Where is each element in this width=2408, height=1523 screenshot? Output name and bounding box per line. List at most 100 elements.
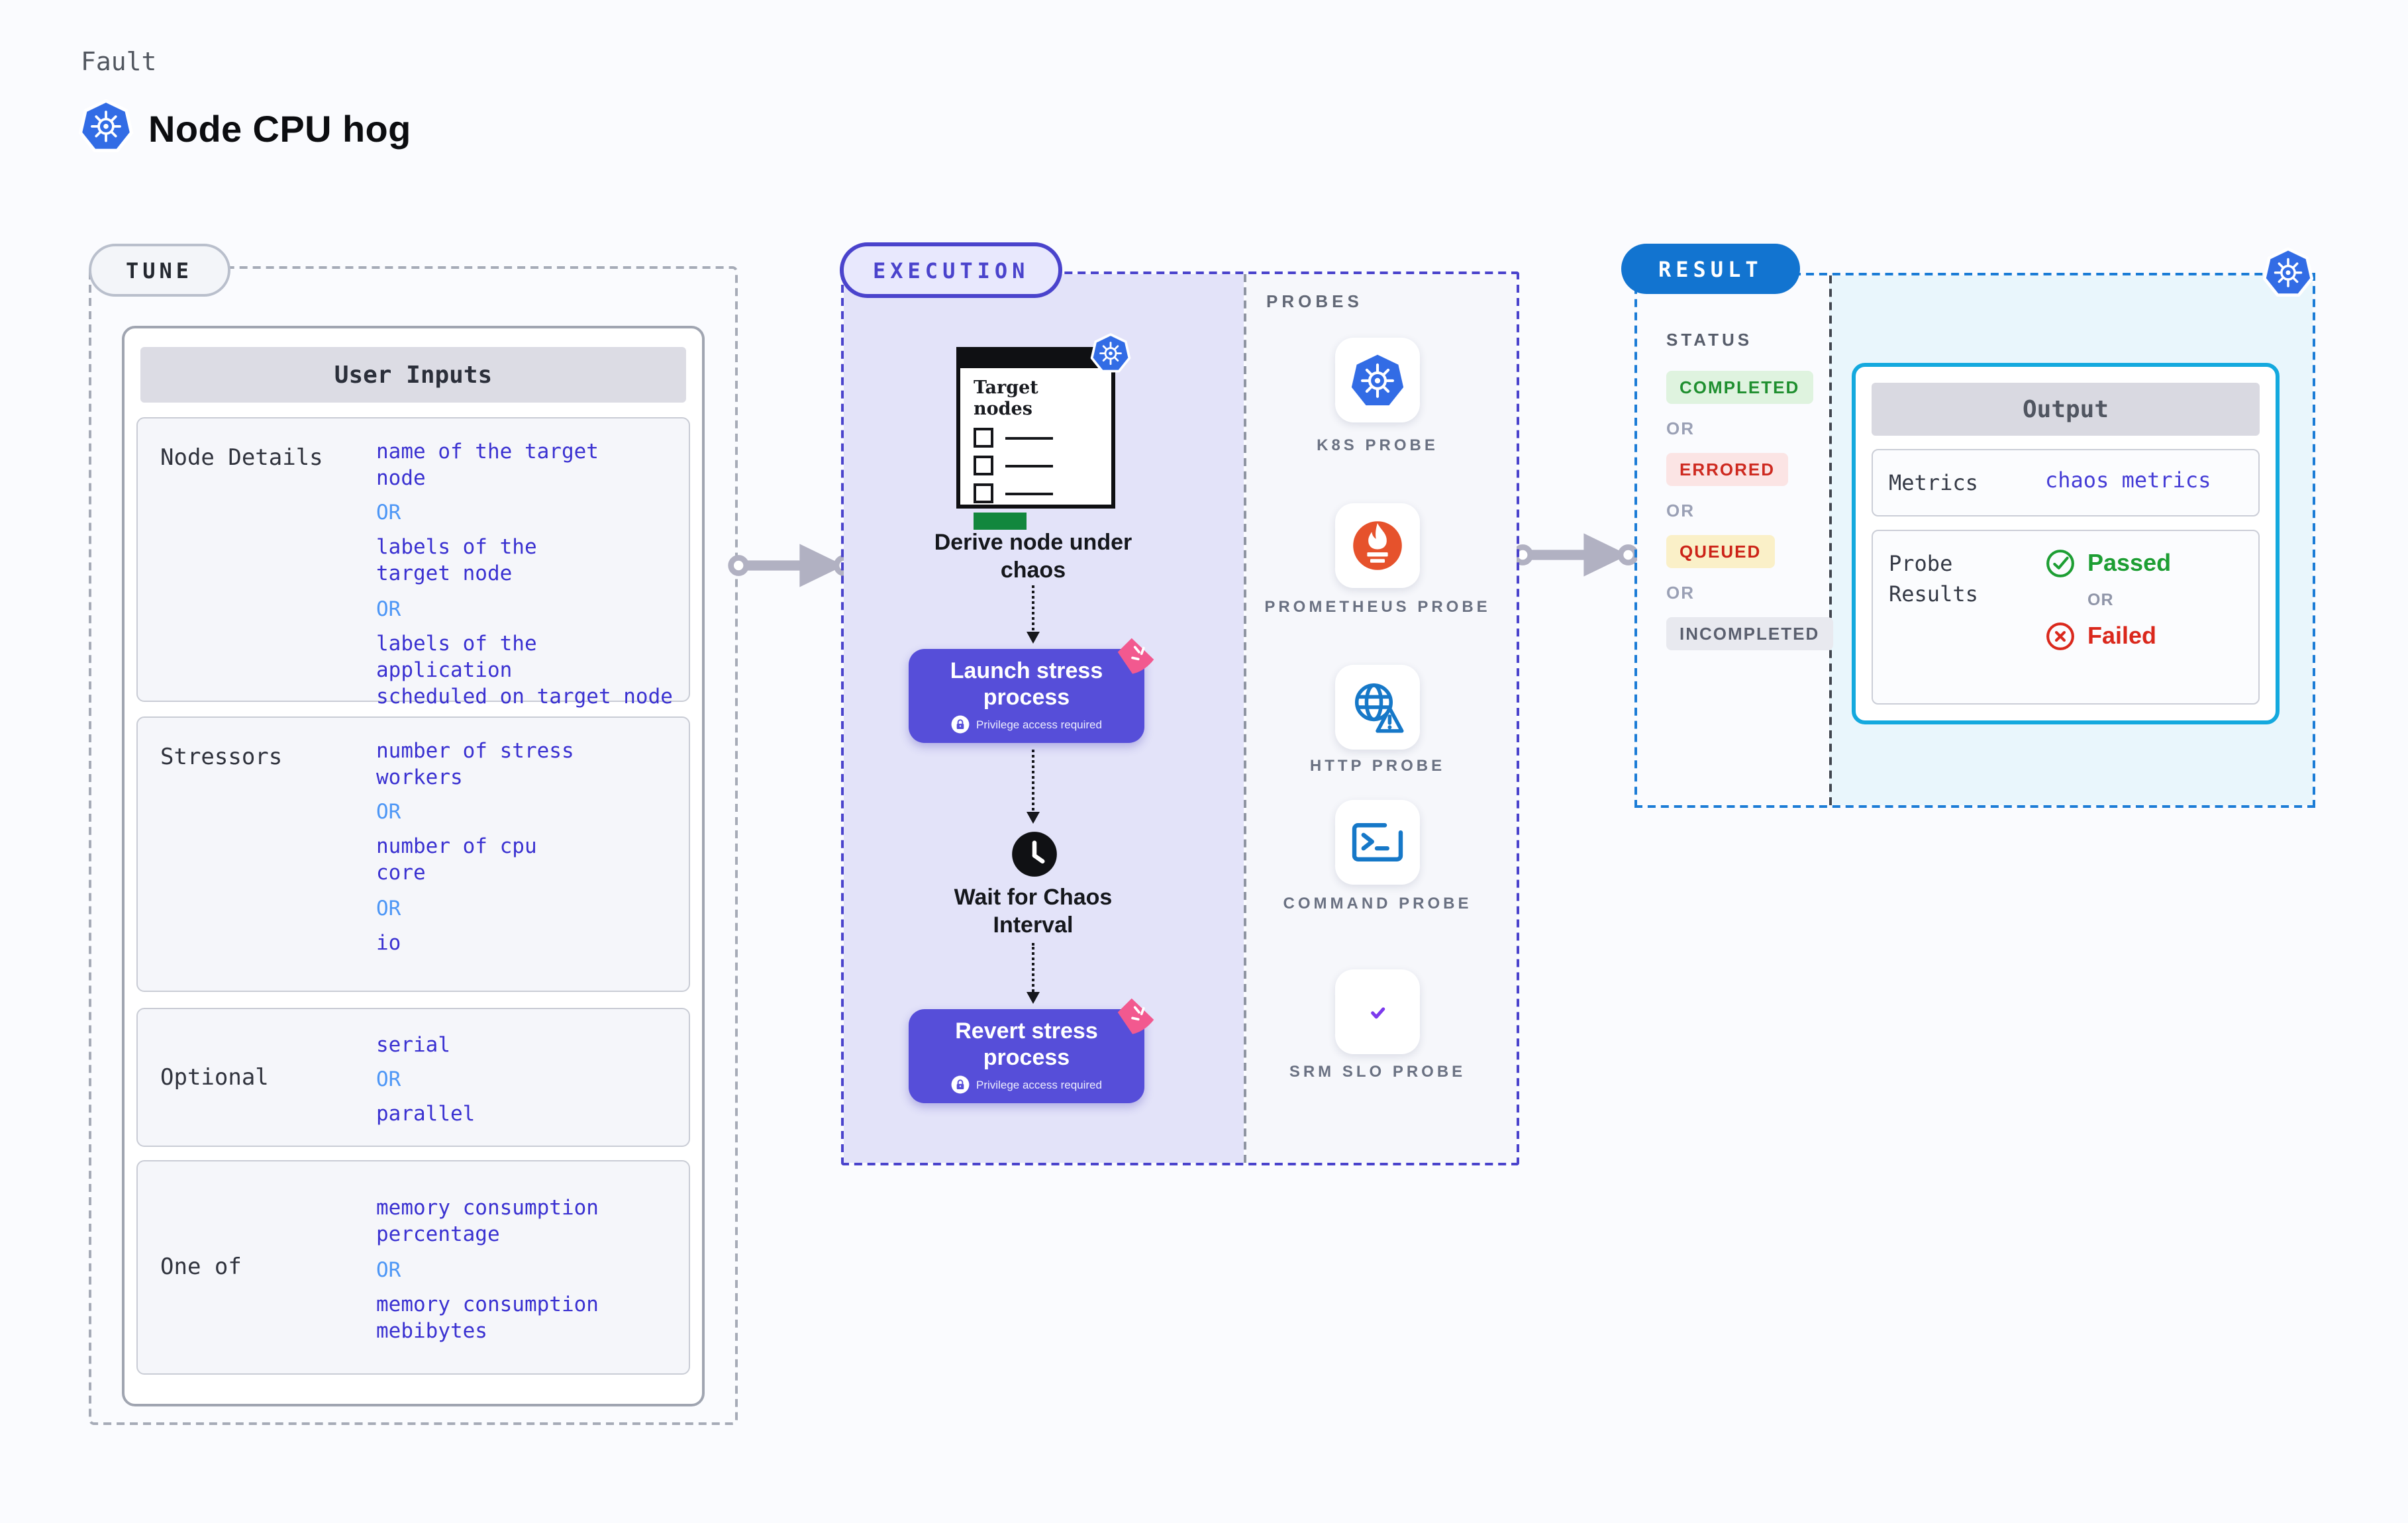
x-circle-icon <box>2045 621 2076 652</box>
row-label: Optional <box>160 1064 269 1091</box>
node-checkbox-row <box>974 456 1103 476</box>
probe-results-row: Probe Results Passed OR Failed <box>1872 530 2260 705</box>
probes-divider <box>1244 274 1246 1163</box>
status-title: STATUS <box>1666 330 1753 350</box>
execution-badge: EXECUTION <box>840 242 1063 298</box>
probe-results-label: Probe Results <box>1889 551 1978 607</box>
tune-to-execution-arrow <box>726 538 853 593</box>
flow-connector-arrow <box>1026 750 1039 824</box>
flow-connector-arrow <box>1026 585 1039 644</box>
probe-card-k8s[interactable] <box>1335 338 1420 422</box>
privilege-note: Privilege access required <box>976 1078 1102 1092</box>
tune-badge: TUNE <box>89 244 230 297</box>
line-placeholder <box>1005 464 1053 468</box>
button-label: Launch stress process <box>950 658 1103 711</box>
green-button-placeholder <box>974 513 1027 530</box>
probe-label: SRM SLO PROBE <box>1289 1062 1466 1081</box>
probes-title: PROBES <box>1266 291 1363 311</box>
or-separator: OR <box>1666 501 1695 520</box>
status-badge-completed: COMPLETED <box>1666 371 1813 404</box>
status-badge-queued: QUEUED <box>1666 535 1775 568</box>
or-separator: OR <box>1666 418 1695 438</box>
status-badge-incompleted: INCOMPLETED <box>1666 617 1833 650</box>
node-checkbox-row <box>974 483 1103 504</box>
user-inputs-header: User Inputs <box>140 347 686 403</box>
window-titlebar <box>960 351 1111 368</box>
launch-stress-process-button[interactable]: Launch stress process Privilege access r… <box>909 649 1144 744</box>
wait-chaos-interval-label: Wait for Chaos Interval <box>954 885 1113 938</box>
output-card: Output Metrics chaos metrics Probe Resul… <box>1852 363 2280 724</box>
check-circle-icon <box>2045 548 2076 579</box>
row-value: memory consumption percentage <box>376 1196 599 1247</box>
line-placeholder <box>1005 436 1053 440</box>
line-placeholder <box>1005 492 1053 496</box>
slo-gauge-icon <box>1347 981 1408 1042</box>
node-checkbox-row <box>974 428 1103 448</box>
kubernetes-icon <box>78 98 134 154</box>
probe-label: K8S PROBE <box>1317 436 1438 454</box>
fault-eyebrow: Fault <box>81 48 157 77</box>
terminal-icon <box>1347 812 1408 873</box>
chaos-ribbon-icon <box>1115 636 1156 677</box>
or-separator: OR <box>376 501 401 525</box>
table-row-optional: Optional serial OR parallel <box>136 1008 690 1147</box>
clock-icon <box>1011 830 1058 878</box>
checkbox-icon <box>974 483 993 504</box>
or-separator: OR <box>376 896 401 920</box>
probe-card-command[interactable] <box>1335 800 1420 885</box>
row-label: Node Details <box>160 445 323 471</box>
table-row-one-of: One of memory consumption percentage OR … <box>136 1160 690 1375</box>
kubernetes-icon <box>2262 246 2314 298</box>
target-nodes-window: Target nodes <box>956 347 1115 530</box>
derive-node-label: Derive node under chaos <box>934 530 1132 583</box>
chaos-ribbon-icon <box>1115 996 1156 1037</box>
lock-icon <box>951 1075 970 1094</box>
user-inputs-table: User Inputs Node Details name of the tar… <box>122 326 705 1406</box>
or-separator: OR <box>376 597 401 621</box>
page-title: Node CPU hog <box>148 109 411 150</box>
row-value: name of the target node <box>376 440 599 491</box>
chaos-metrics-link[interactable]: chaos metrics <box>2045 467 2211 493</box>
probes-to-result-arrow <box>1510 527 1637 583</box>
output-header: Output <box>1872 383 2260 436</box>
row-label: One of <box>160 1254 242 1281</box>
prometheus-icon <box>1347 515 1408 576</box>
row-value: number of stress workers <box>376 739 574 790</box>
table-row-node-details: Node Details name of the target node OR … <box>136 417 690 709</box>
probe-card-srm-slo[interactable] <box>1335 969 1420 1054</box>
kubernetes-icon <box>1090 332 1131 373</box>
lock-icon <box>951 715 970 734</box>
probe-label: PROMETHEUS PROBE <box>1264 597 1491 616</box>
row-value: labels of the application scheduled on t… <box>376 631 673 709</box>
privilege-note: Privilege access required <box>976 718 1102 732</box>
status-badge-errored: ERRORED <box>1666 453 1789 486</box>
kubernetes-icon <box>1347 350 1408 411</box>
revert-stress-process-button[interactable]: Revert stress process Privilege access r… <box>909 1009 1144 1104</box>
metrics-row: Metrics chaos metrics <box>1872 449 2260 517</box>
result-badge: RESULT <box>1621 244 1800 294</box>
or-separator: OR <box>2087 591 2114 610</box>
globe-alert-icon <box>1347 677 1408 738</box>
failed-label: Failed <box>2087 622 2157 650</box>
table-row-stressors: Stressors number of stress workers OR nu… <box>136 716 690 992</box>
probe-card-prometheus[interactable] <box>1335 503 1420 588</box>
probe-label: COMMAND PROBE <box>1283 894 1472 912</box>
row-value: serial <box>376 1032 450 1057</box>
checkbox-icon <box>974 428 993 448</box>
row-value: labels of the target node <box>376 535 537 586</box>
or-separator: OR <box>376 1257 401 1281</box>
probe-card-http[interactable] <box>1335 665 1420 750</box>
row-value: io <box>376 930 401 955</box>
or-separator: OR <box>376 800 401 824</box>
metrics-label: Metrics <box>1889 470 1978 495</box>
status-column: STATUS COMPLETED OR ERRORED OR QUEUED OR… <box>1666 330 1833 650</box>
passed-label: Passed <box>2087 550 2172 577</box>
or-separator: OR <box>376 1067 401 1091</box>
row-value: memory consumption mebibytes <box>376 1292 599 1343</box>
result-divider <box>1829 275 1832 805</box>
button-label: Revert stress process <box>955 1018 1098 1071</box>
or-separator: OR <box>1666 583 1695 603</box>
flow-connector-arrow <box>1026 943 1039 1004</box>
window-title: Target nodes <box>974 377 1038 420</box>
